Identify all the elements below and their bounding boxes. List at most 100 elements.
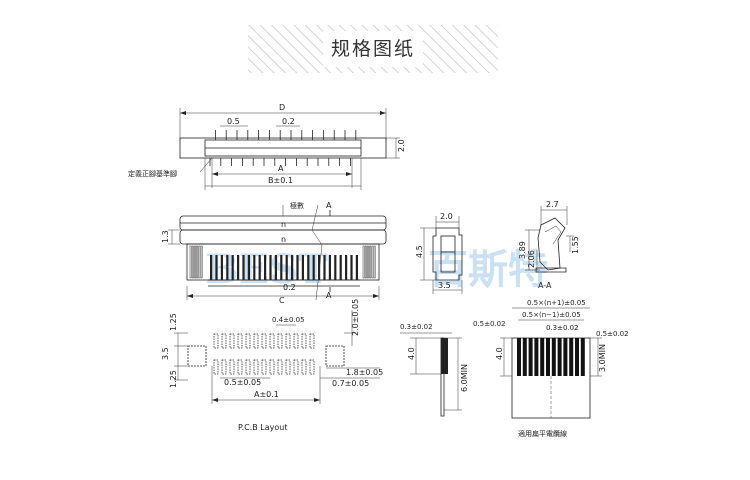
front-pin bbox=[312, 255, 315, 280]
cable-side-view: 0.3±0.02 4.0 6.0MIN bbox=[400, 323, 469, 417]
pcb-pad bbox=[293, 333, 299, 349]
dim-B: B±0.1 bbox=[268, 176, 293, 185]
pcb-dim-side-pad: 1.8±0.05 bbox=[346, 368, 383, 377]
pcb-pad bbox=[229, 359, 235, 375]
pcb-dim-left-mid: 3.5 bbox=[161, 347, 170, 360]
fin-right bbox=[362, 245, 365, 279]
front-pin bbox=[210, 255, 213, 280]
side-dim-height: 4.5 bbox=[415, 245, 424, 258]
pcb-dim-A: A±0.1 bbox=[254, 390, 279, 399]
cable-conductor bbox=[575, 338, 579, 376]
section-dim-h2: 2.06 bbox=[527, 250, 536, 268]
section-A-top: A bbox=[326, 201, 332, 210]
dim-pin-width: 0.2 bbox=[282, 117, 295, 126]
section-dim-top: 2.7 bbox=[546, 200, 559, 209]
front-pin bbox=[345, 255, 348, 280]
front-pin bbox=[285, 255, 288, 280]
front-pin bbox=[318, 255, 321, 280]
front-pin bbox=[296, 255, 299, 280]
front-pin bbox=[339, 255, 342, 280]
front-pin bbox=[301, 255, 304, 280]
cable-body bbox=[440, 337, 445, 417]
front-pin bbox=[237, 255, 240, 280]
pcb-pad bbox=[245, 333, 251, 349]
front-pin bbox=[220, 255, 223, 280]
pcb-pad bbox=[245, 359, 251, 375]
top-view: D 0.5 0.2 2.0 A B±0.1 定義正腳基準腳 bbox=[128, 103, 406, 190]
section-dim-h1: 3.89 bbox=[518, 241, 527, 259]
pcb-dim-side-pad-w: 0.7±0.05 bbox=[332, 379, 369, 388]
page-title: 规格图纸 bbox=[330, 38, 415, 60]
dim-pin-w: 0.2 bbox=[283, 283, 296, 292]
cable-caption: 適用扁平電纜線 bbox=[518, 429, 567, 438]
pcb-pad bbox=[293, 359, 299, 375]
pcb-pad bbox=[285, 333, 291, 349]
front-pin bbox=[307, 255, 310, 280]
cable-conductor bbox=[551, 338, 556, 376]
pcb-pad bbox=[301, 359, 307, 375]
watermark-cjk: 百斯特 bbox=[428, 246, 548, 293]
pcb-pad bbox=[213, 333, 219, 349]
side-dim-bottom: 3.5 bbox=[438, 281, 451, 290]
front-pin bbox=[355, 255, 358, 280]
fin-left bbox=[196, 245, 199, 279]
pcb-pad bbox=[285, 359, 291, 375]
fin-left bbox=[198, 245, 201, 279]
fin-left bbox=[191, 245, 194, 279]
pcb-pad bbox=[237, 359, 243, 375]
front-pin bbox=[226, 255, 229, 280]
pcb-caption: P.C.B Layout bbox=[238, 423, 287, 432]
pcb-pad bbox=[309, 333, 315, 349]
front-pin bbox=[280, 255, 283, 280]
cable-dim-right: 0.5±0.02 bbox=[596, 330, 629, 338]
pcb-pad bbox=[269, 333, 275, 349]
dim-height: 2.0 bbox=[397, 139, 406, 152]
front-pin bbox=[334, 255, 337, 280]
front-pin bbox=[242, 255, 245, 280]
pcb-pad bbox=[261, 333, 267, 349]
front-pin bbox=[258, 255, 261, 280]
pcb-pad bbox=[253, 333, 259, 349]
cable-dim-min: 6.0MIN bbox=[460, 364, 469, 392]
cable-conductor bbox=[569, 338, 574, 376]
pcb-pad bbox=[229, 333, 235, 349]
pcb-pad bbox=[301, 333, 307, 349]
dim-count: 極數 bbox=[290, 201, 304, 210]
cable-dim-h: 4.0 bbox=[407, 347, 416, 360]
section-A-bottom: A bbox=[326, 291, 332, 300]
pcb-pad bbox=[309, 359, 315, 375]
pcb-layout: 0.4±0.05 1.25 3.5 1.25 2.0±0.05 0.5±0.05… bbox=[161, 299, 383, 432]
side-dim-top: 2.0 bbox=[440, 212, 453, 221]
pcb-side-pad-right bbox=[325, 345, 345, 367]
cable-dim-pitch: 0.3±0.02 bbox=[546, 324, 579, 332]
cable-dim-left: 0.5±0.02 bbox=[473, 320, 506, 328]
cable-conductor bbox=[563, 338, 568, 376]
section-view: 2.7 3.89 2.06 1.55 A-A bbox=[518, 200, 580, 290]
pcb-dim-pad-w: 0.4±0.05 bbox=[272, 316, 305, 324]
cable-front-dim-min: 3.0MIN bbox=[598, 344, 607, 372]
cable-conductor bbox=[557, 338, 562, 376]
pcb-dim-left-bot: 1.25 bbox=[169, 370, 178, 388]
cable-dim-thickness: 0.3±0.02 bbox=[400, 323, 433, 331]
pcb-pad bbox=[277, 333, 283, 349]
cable-conductor bbox=[522, 338, 527, 376]
front-pin bbox=[291, 255, 294, 280]
fin-left bbox=[189, 245, 192, 279]
cable-front-dim-h: 4.0 bbox=[495, 347, 504, 360]
pcb-dim-left-top: 1.25 bbox=[169, 313, 178, 331]
front-pin bbox=[328, 255, 331, 280]
pcb-pad bbox=[253, 359, 259, 375]
cable-conductor bbox=[540, 338, 545, 376]
cable-dim-total: 0.5×(n+1)±0.05 bbox=[527, 299, 586, 307]
fin-right bbox=[364, 245, 367, 279]
dim-pitch: 0.5 bbox=[227, 117, 240, 126]
pcb-dim-pitch: 0.5±0.05 bbox=[224, 378, 261, 387]
front-pin bbox=[215, 255, 218, 280]
cable-conductor bbox=[580, 338, 585, 376]
dim-n-top: n bbox=[281, 220, 286, 229]
section-dim-h3: 1.55 bbox=[571, 236, 580, 254]
cable-conductor bbox=[517, 338, 521, 376]
dim-left-h: 1.3 bbox=[161, 230, 170, 243]
cable-dim-inner: 0.5×(n−1)±0.05 bbox=[522, 311, 581, 319]
pcb-pad bbox=[221, 359, 227, 375]
